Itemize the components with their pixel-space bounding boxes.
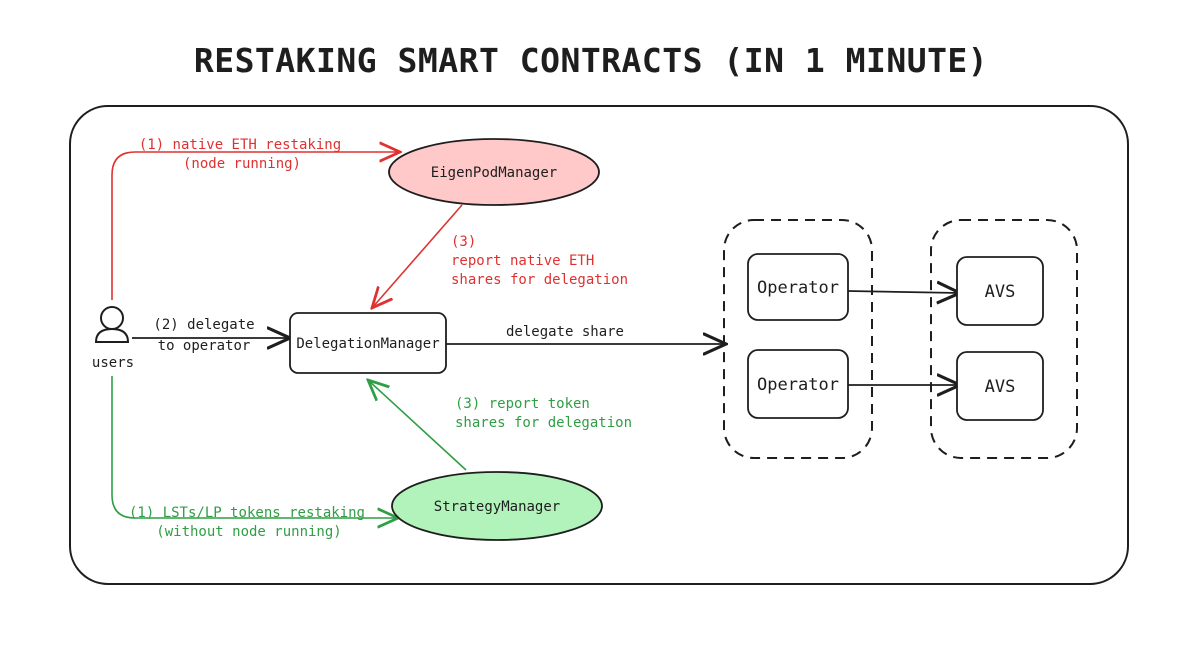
eigenpod-manager-node: EigenPodManager (388, 138, 600, 206)
strategy-manager-node: StrategyManager (391, 471, 603, 541)
strategy-manager-label: StrategyManager (434, 499, 560, 515)
operator-node-2: Operator (747, 349, 849, 419)
report-native-label-1: (3) (451, 234, 476, 250)
outer-frame (69, 105, 1129, 585)
lst-restaking-label-2: (without node running) (156, 524, 341, 540)
report-token-label-1: (3) report token (455, 396, 590, 412)
delegate-share-label: delegate share (506, 324, 624, 340)
avs-label-2: AVS (985, 377, 1016, 397)
diagram-title: RESTAKING SMART CONTRACTS (IN 1 MINUTE) (194, 41, 988, 80)
avs-label-1: AVS (985, 282, 1016, 302)
eigenpod-manager-label: EigenPodManager (431, 165, 557, 181)
delegate-label-1: (2) delegate (153, 317, 254, 333)
avs-group (930, 219, 1078, 459)
report-native-label-3: shares for delegation (451, 272, 628, 288)
report-token-arrow (368, 380, 467, 471)
native-restaking-label-1: (1) native ETH restaking (139, 137, 341, 153)
operator1-avs-arrow (847, 291, 960, 293)
avs-node-2: AVS (956, 351, 1044, 421)
report-native-label-2: report native ETH (451, 253, 594, 269)
report-token-label-2: shares for delegation (455, 415, 632, 431)
native-restaking-label-2: (node running) (183, 156, 301, 172)
operator-label-1: Operator (757, 278, 839, 298)
delegate-label-2: to operator (158, 338, 251, 354)
operator-node-1: Operator (747, 253, 849, 321)
lst-restaking-label-1: (1) LSTs/LP tokens restaking (129, 505, 365, 521)
delegation-manager-node: DelegationManager (289, 312, 447, 374)
user-icon (94, 306, 130, 343)
operator-label-2: Operator (757, 375, 839, 395)
delegation-manager-label: DelegationManager (296, 336, 439, 352)
report-native-arrow (372, 204, 463, 308)
native-restaking-arrow (111, 152, 400, 300)
avs-node-1: AVS (956, 256, 1044, 326)
users-label: users (92, 355, 134, 371)
lst-restaking-arrow (111, 376, 398, 518)
